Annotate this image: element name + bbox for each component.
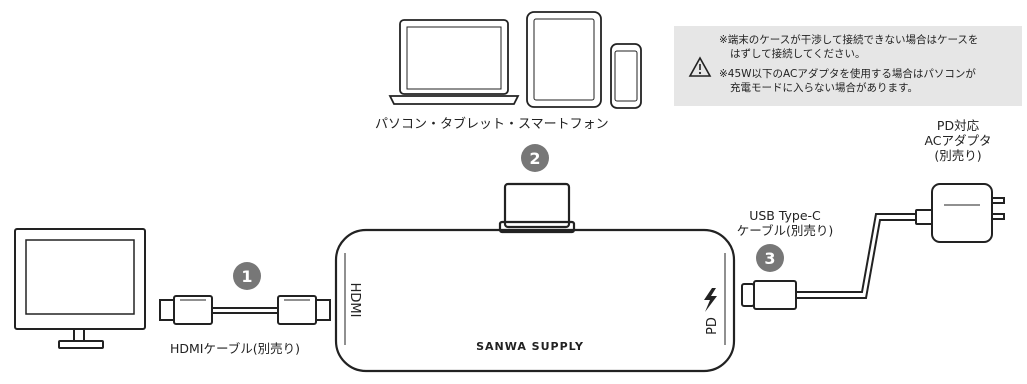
note-line-2b: 充電モードに入らない場合があります。 [730, 82, 918, 94]
laptop-icon [388, 19, 520, 105]
hub-body [334, 182, 736, 373]
monitor-icon [14, 228, 146, 349]
ac-adapter-label-line3: (別売り) [934, 148, 982, 163]
tablet-icon [526, 11, 602, 108]
devices-caption: パソコン・タブレット・スマートフォン [375, 117, 609, 132]
marker-2-label: 2 [529, 149, 540, 168]
ac-adapter-label: PD対応 ACアダプタ (別売り) [918, 118, 998, 163]
hdmi-cable-label: HDMIケーブル(別売り) [170, 341, 300, 356]
note-line-1b: はずして接続してください。 [730, 48, 866, 60]
ac-adapter-label-line2: ACアダプタ [924, 133, 992, 148]
marker-1-label: 1 [241, 267, 252, 286]
brand-logo: SANWA SUPPLY [476, 340, 584, 353]
smartphone-icon [610, 43, 642, 109]
marker-3-label: 3 [764, 249, 775, 268]
usbc-cable-label-line2: ケーブル(別売り) [736, 223, 834, 238]
note-box: ※端末のケースが干渉して接続できない場合はケースを はずして接続してください。 … [674, 26, 1022, 106]
usbc-cable-icon [741, 209, 933, 310]
hdmi-cable-icon [159, 295, 331, 325]
step-marker-2: 2 [521, 144, 549, 172]
step-marker-1: 1 [233, 262, 261, 290]
hub-port-hdmi-label: HDMI [347, 283, 362, 318]
usbc-cable-label-line1: USB Type-C [749, 208, 821, 223]
lightning-icon [704, 288, 717, 312]
note-line-2a: ※45W以下のACアダプタを使用する場合はパソコンが [719, 68, 976, 80]
usbc-cable-label: USB Type-C ケーブル(別売り) [735, 208, 835, 238]
ac-adapter-label-line1: PD対応 [936, 118, 980, 133]
hub-port-pd-label: PD [705, 317, 720, 335]
step-marker-3: 3 [756, 244, 784, 272]
warning-triangle-icon [688, 56, 712, 77]
note-line-1a: ※端末のケースが干渉して接続できない場合はケースを [719, 34, 979, 46]
ac-adapter-icon [931, 183, 1005, 243]
